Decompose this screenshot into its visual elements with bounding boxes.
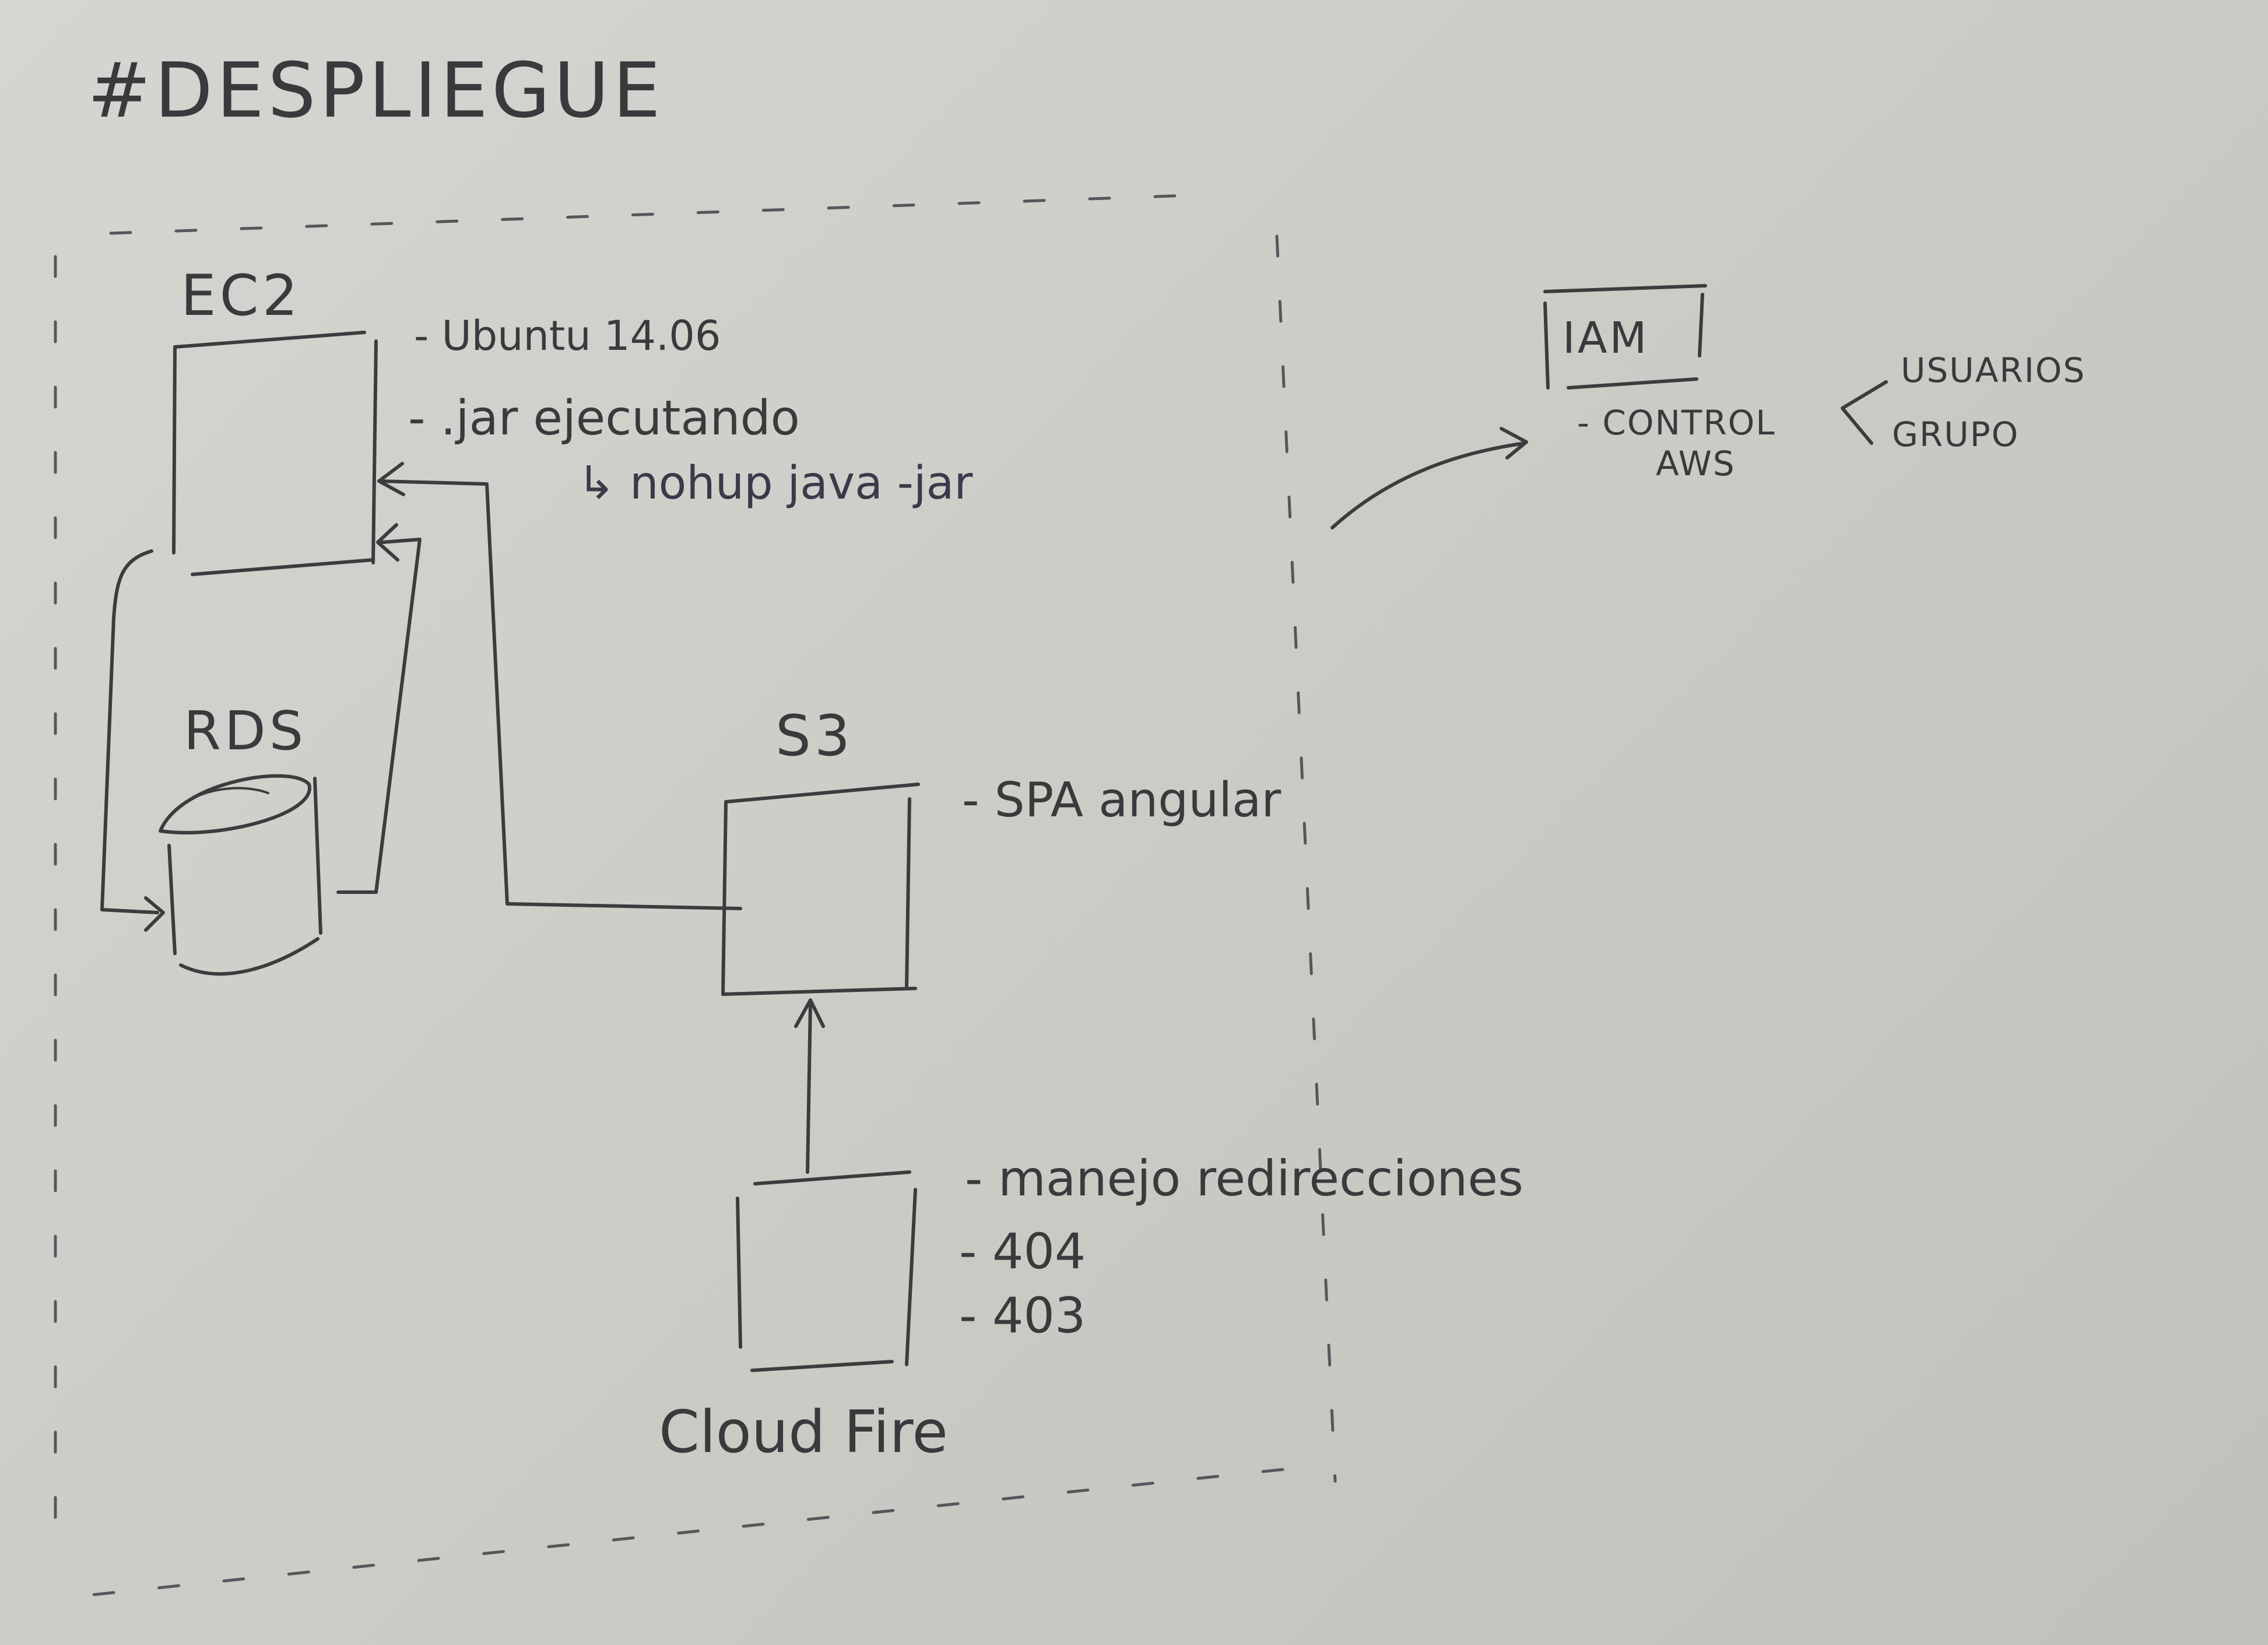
cloudfront-note-404: - 404 [959,1223,1086,1280]
ec2-rds-connectors [100,523,422,932]
rds-label: RDS [184,700,307,762]
iam-label: IAM [1563,313,1649,363]
ec2-label: EC2 [181,263,301,328]
iam-scope-users: USUARIOS [1901,350,2086,390]
ec2-box [172,331,378,576]
cloudfront-s3-connector [794,998,825,1174]
aws-boundary [54,194,1337,1600]
rds-database-icon [159,774,322,976]
s3-note-spa: - SPA angular [962,773,1281,828]
cloudfront-note-403: - 403 [959,1287,1086,1344]
iam-scope-group: GRUPO [1892,415,2019,454]
iam-control-aws: AWS [1656,444,1736,483]
ec2-note-ubuntu: - Ubuntu 14.06 [414,312,721,360]
iam-scope-bracket [1841,380,1888,445]
s3-label: S3 [775,703,854,769]
ec2-s3-connector [377,462,742,910]
iam-control: - CONTROL [1577,403,1776,443]
ec2-note-jar: - .jar ejecutando [408,391,800,446]
iam-box [1543,284,1707,390]
diagram-title: #DESPLIEGUE [87,46,664,135]
cloudfront-label: Cloud Fire [659,1398,948,1466]
iam-connector [1330,427,1528,529]
s3-box [721,783,920,996]
ec2-note-nohup: ↳ nohup java -jar [577,457,973,510]
cloudfront-note-redirects: - manejo redirecciones [965,1150,1523,1207]
cloudfront-box [736,1170,917,1372]
